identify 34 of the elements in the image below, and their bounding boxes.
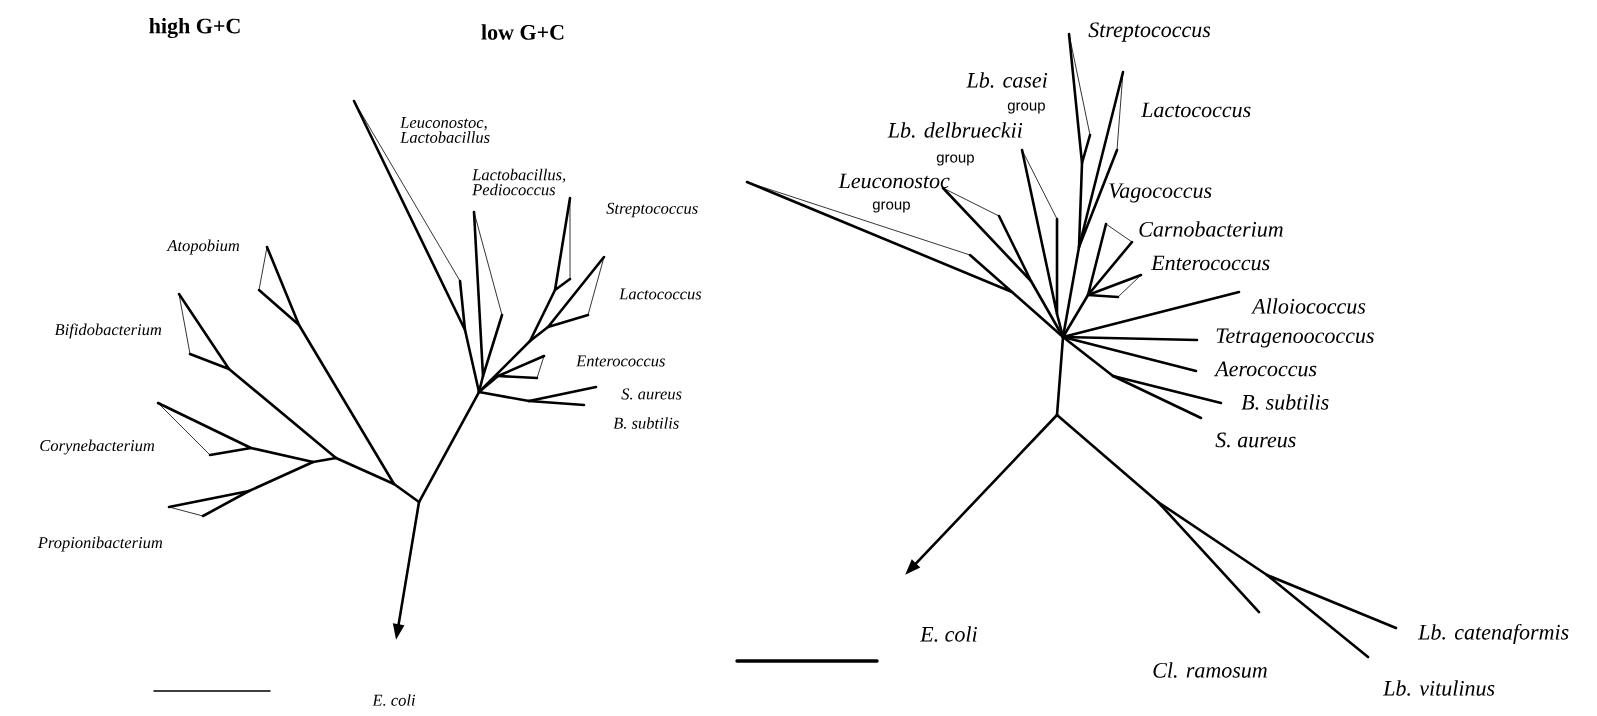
taxon-label: Vagococcus bbox=[1109, 183, 1212, 203]
taxon-label: Leuconostoc bbox=[838, 173, 950, 189]
taxon-label: Lb. vitulinus bbox=[1382, 680, 1495, 696]
taxon-label: Enterococcus bbox=[1150, 255, 1270, 271]
taxon-label: Lactococcus bbox=[1140, 102, 1251, 118]
group-heading: high G+C bbox=[149, 17, 240, 39]
taxon-label: Lb. catenaformis bbox=[1417, 623, 1569, 645]
taxon-label: B. subtilis bbox=[1241, 394, 1329, 410]
taxon-label: Aerococcus bbox=[1214, 361, 1317, 377]
taxon-label: Atopobium bbox=[166, 239, 240, 255]
taxon-label: E. coli bbox=[372, 694, 416, 706]
taxon-label: Streptococcus bbox=[606, 202, 698, 218]
group-label: group bbox=[936, 154, 974, 166]
taxon-label: Lactococcus bbox=[619, 288, 702, 300]
taxon-label: Bifidobacterium bbox=[54, 323, 162, 339]
group-label: group bbox=[872, 201, 910, 213]
taxon-label: Corynebacterium bbox=[40, 439, 155, 455]
group-label: group bbox=[1007, 102, 1045, 114]
taxon-label: Lactobacillus, Pediococcus bbox=[472, 168, 566, 196]
taxon-label: Lb. delbrueckii bbox=[887, 122, 1023, 138]
taxon-label: Propionibacterium bbox=[37, 536, 163, 552]
taxon-label: Tetragenoococcus bbox=[1216, 328, 1374, 348]
taxon-label: Cl. ramosum bbox=[1153, 662, 1267, 678]
taxon-label: Carnobacterium bbox=[1139, 221, 1283, 237]
group-heading: low G+C bbox=[481, 24, 564, 40]
taxon-label: B. subtilis bbox=[613, 417, 679, 429]
taxon-label: S. aureus bbox=[621, 388, 682, 400]
taxon-label: Leuconostoc, Lactobacillus bbox=[400, 117, 490, 143]
taxon-label: E. coli bbox=[919, 626, 977, 642]
taxon-label: Enterococcus bbox=[576, 355, 665, 367]
taxon-label: Lb. casei bbox=[966, 72, 1048, 88]
taxon-label: S. aureus bbox=[1215, 432, 1296, 448]
taxon-label: Alloiococcus bbox=[1251, 298, 1366, 314]
taxon-label: Streptococcus bbox=[1088, 22, 1211, 42]
